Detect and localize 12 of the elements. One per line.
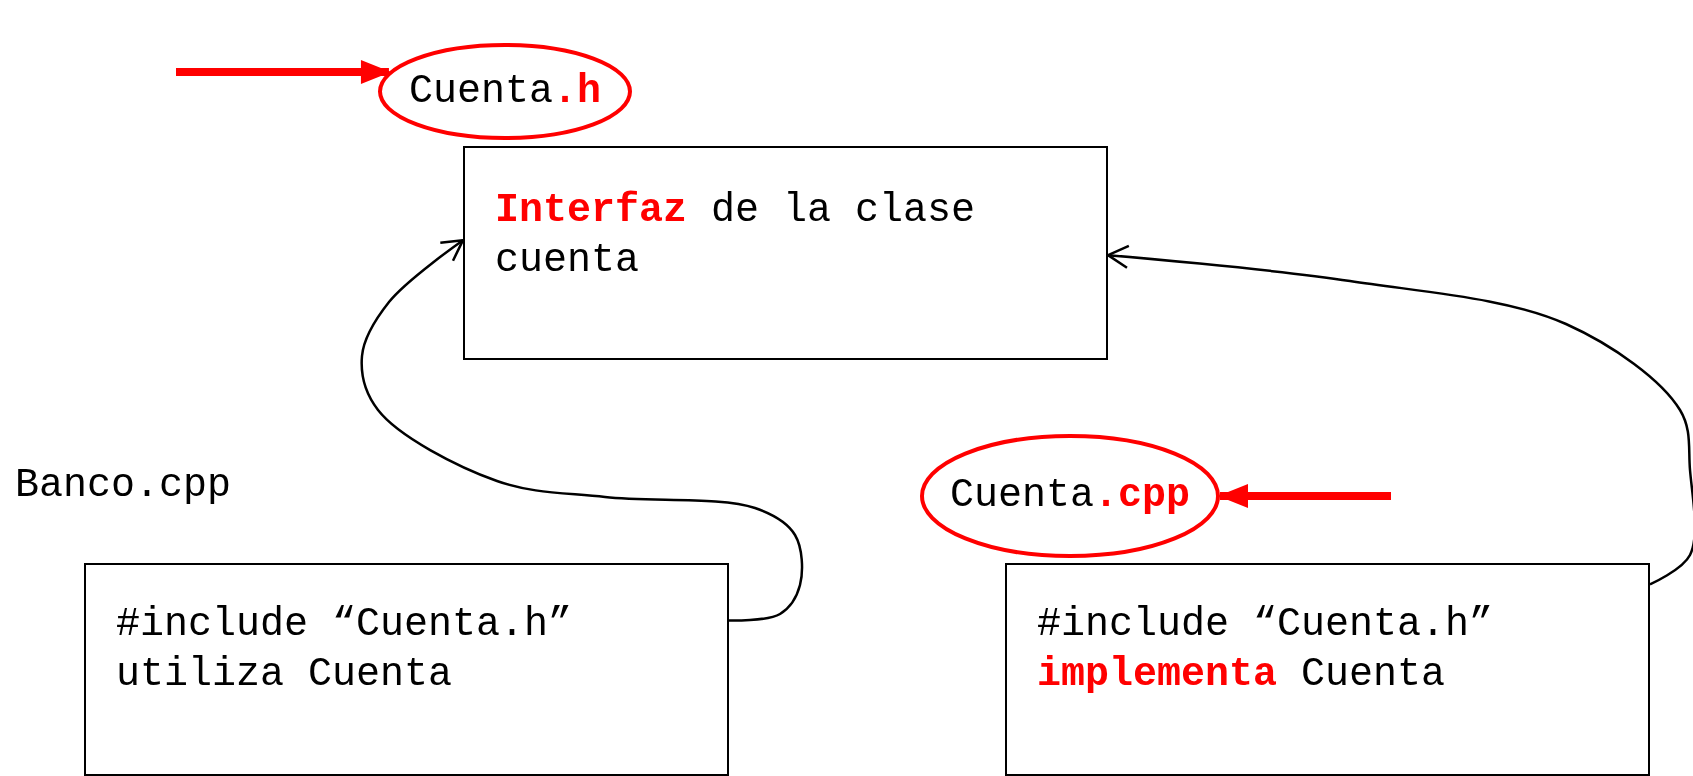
code-box — [1005, 563, 1650, 776]
file-name: Cuenta.h — [408, 67, 601, 116]
code-text: #include “Cuenta.h” utiliza Cuenta — [116, 601, 574, 699]
code-box — [463, 146, 1108, 360]
file-name: Cuenta.cpp — [949, 472, 1190, 520]
file-name-ellipse — [920, 434, 1220, 558]
file-name: Banco.cpp — [15, 462, 232, 510]
code-text: Interfaz de la clase cuenta — [495, 187, 977, 285]
connector-arrow — [360, 238, 804, 622]
code-text: #include “Cuenta.h” implementa Cuenta — [1037, 601, 1495, 699]
file-name-ellipse — [378, 43, 632, 140]
code-box — [84, 563, 729, 776]
